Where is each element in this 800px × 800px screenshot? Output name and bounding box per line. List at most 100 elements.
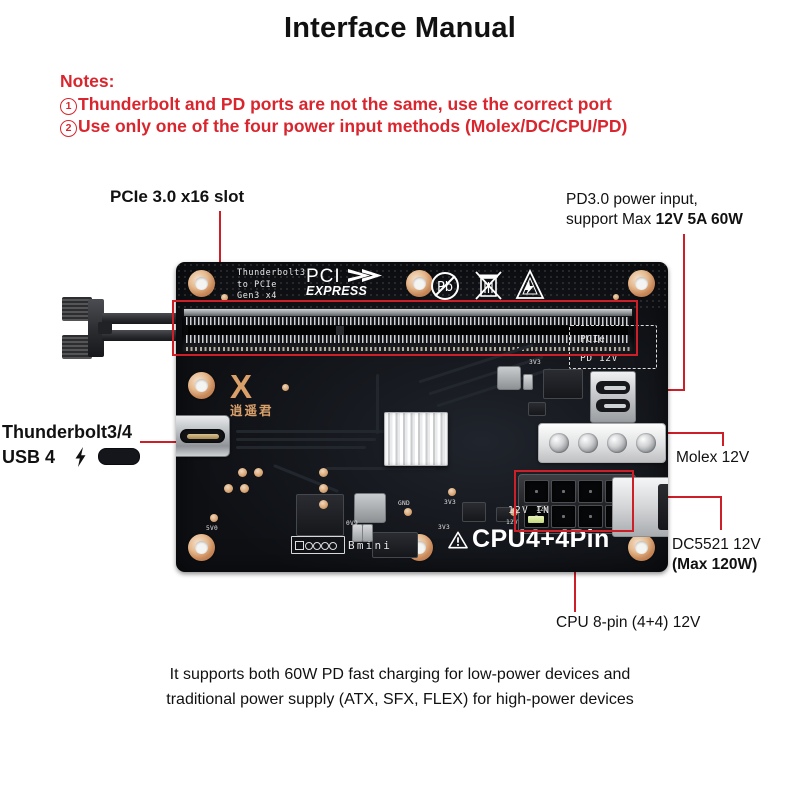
page-title: Interface Manual (283, 12, 517, 44)
silk-model-line-3: Gen3 x4 (237, 291, 278, 301)
pd-label-line1: PD3.0 power input, (566, 191, 698, 208)
express-logo-word: EXPRESS (306, 284, 368, 298)
via-pad (319, 484, 328, 493)
silk-rail-12v-b: 12V (536, 506, 549, 513)
capacitor (523, 374, 533, 390)
cpu-pin (578, 505, 603, 528)
dc5521-barrel-jack[interactable] (612, 477, 668, 537)
mount-hole-bottom-right (628, 534, 655, 561)
pd-label-prefix: support Max (566, 211, 656, 228)
inductor-3r3 (497, 366, 521, 390)
silk-board-name: Bmini (348, 539, 393, 552)
mount-hole-bottom-left (188, 534, 215, 561)
thunderbolt-label-line1: Thunderbolt3/4 (2, 422, 132, 442)
silkscreen-model-text: Thunderbolt3 to PCIe Gen3 x4 (237, 268, 306, 303)
thunderbolt-usbc-port[interactable] (176, 415, 230, 457)
molex-4pin-connector[interactable] (538, 423, 666, 463)
capacitor (352, 524, 363, 542)
callout-dc5521-label: DC5521 12V (Max 120W) (672, 535, 761, 575)
via-pad (238, 468, 247, 477)
silk-cpu-connector-label: CPU4+4Pin (448, 525, 610, 554)
mount-hole-top-left (188, 270, 215, 297)
mosfet-package (543, 369, 583, 399)
cpu-pin (551, 505, 576, 528)
silk-model-line-2: to PCIe (237, 279, 278, 290)
mount-hole-top-right (628, 270, 655, 297)
leader-line-dc-h (660, 496, 722, 498)
silk-rail-gnd: GND (398, 500, 411, 507)
warning-triangle-icon (448, 527, 468, 549)
silk-rail-3v3: 3V3 (444, 499, 457, 506)
mount-hole-top-center (406, 270, 433, 297)
via-pad (319, 468, 328, 477)
pci-arrow-icon (347, 269, 382, 282)
test-point-5v0 (210, 514, 218, 522)
leader-line-pd-v (683, 234, 685, 390)
silkscreen-connector-outline (291, 536, 345, 554)
pd-label-rating: 12V 5A 60W (655, 211, 743, 228)
controller-chip (296, 494, 344, 536)
silk-12v-in-label: 12V IN (508, 505, 551, 516)
thunderbolt-label-line2: USB 4 (2, 445, 141, 470)
molex-pin (577, 433, 598, 453)
pd-port-silkscreen-text: PCIe PD 12V (580, 330, 618, 368)
callout-pcie-slot-label: PCIe 3.0 x16 slot (110, 187, 245, 206)
esd-sensitive-icon (515, 268, 545, 306)
thunderbolt-bolt-icon (74, 447, 87, 467)
logo-mark: X (230, 368, 252, 405)
usb-c-port-icon (98, 448, 141, 465)
molex-pin (606, 433, 627, 453)
small-ic (528, 402, 546, 416)
via-pad (254, 468, 263, 477)
ic-package (372, 532, 418, 558)
leader-line-dc-v (720, 496, 722, 530)
pci-text: PCI (306, 266, 341, 287)
callout-molex-label: Molex 12V (676, 449, 750, 466)
pd-usbc-port[interactable] (590, 371, 636, 423)
footer-description: It supports both 60W PD fast charging fo… (0, 662, 800, 712)
silk-pcie-label: PCIe (580, 334, 606, 345)
pcie-retention-latch (62, 297, 180, 359)
cpu-pin (578, 480, 603, 503)
callout-pd-input-label: PD3.0 power input, support Max 12V 5A 60… (566, 190, 743, 230)
brand-logo: X 逍遥君 (230, 370, 292, 428)
silk-model-line-1: Thunderbolt3 (237, 268, 306, 278)
callout-thunderbolt-label: Thunderbolt3/4 USB 4 (2, 420, 141, 470)
test-point-gnd (404, 508, 412, 516)
silk-rail-3v3-b: 3V3 (438, 524, 451, 531)
leader-line-thunderbolt (140, 441, 188, 443)
logo-chinese-text: 逍遥君 (230, 403, 274, 418)
regulator-3r3 (462, 502, 486, 522)
footer-line-2: traditional power supply (ATX, SFX, FLEX… (166, 691, 634, 708)
via-pad (613, 294, 619, 300)
pd-port-silkscreen-box (569, 325, 657, 369)
note-marker-2: 2 (60, 120, 77, 137)
pcie-x16-slot (182, 308, 634, 352)
usb4-label: USB 4 (2, 447, 56, 467)
via-pad (240, 484, 249, 493)
highlight-box-pcie-slot (172, 300, 638, 356)
callout-cpu8pin-label: CPU 8-pin (4+4) 12V (556, 614, 701, 631)
silk-pd12v-label: PD 12V (580, 353, 618, 364)
silk-rail-0v9: 0V9 (346, 520, 359, 527)
silk-rail-3v3-c: 3V3 (529, 359, 542, 366)
dc5521-max-power: (Max 120W) (672, 556, 758, 573)
silk-rail-5v0: 5V0 (206, 525, 219, 532)
leader-line-cpu8pin (574, 532, 576, 612)
via-pad (224, 484, 233, 493)
note-marker-1: 1 (60, 97, 77, 115)
cpu-connector-text: CPU4+4Pin (472, 525, 610, 553)
pb-free-icon: Pb (430, 271, 460, 306)
dc5521-label-line2: (Max 120W) (672, 555, 761, 575)
note-text-2: Use only one of the four power input met… (78, 116, 628, 136)
via-pad (319, 500, 328, 509)
pci-express-logo: PCI EXPRESS (306, 266, 382, 298)
highlight-box-cpu8pin (514, 470, 634, 532)
note-text-1: Thunderbolt and PD ports are not the sam… (78, 93, 612, 114)
power-led (528, 516, 544, 523)
molex-pin (548, 433, 569, 453)
